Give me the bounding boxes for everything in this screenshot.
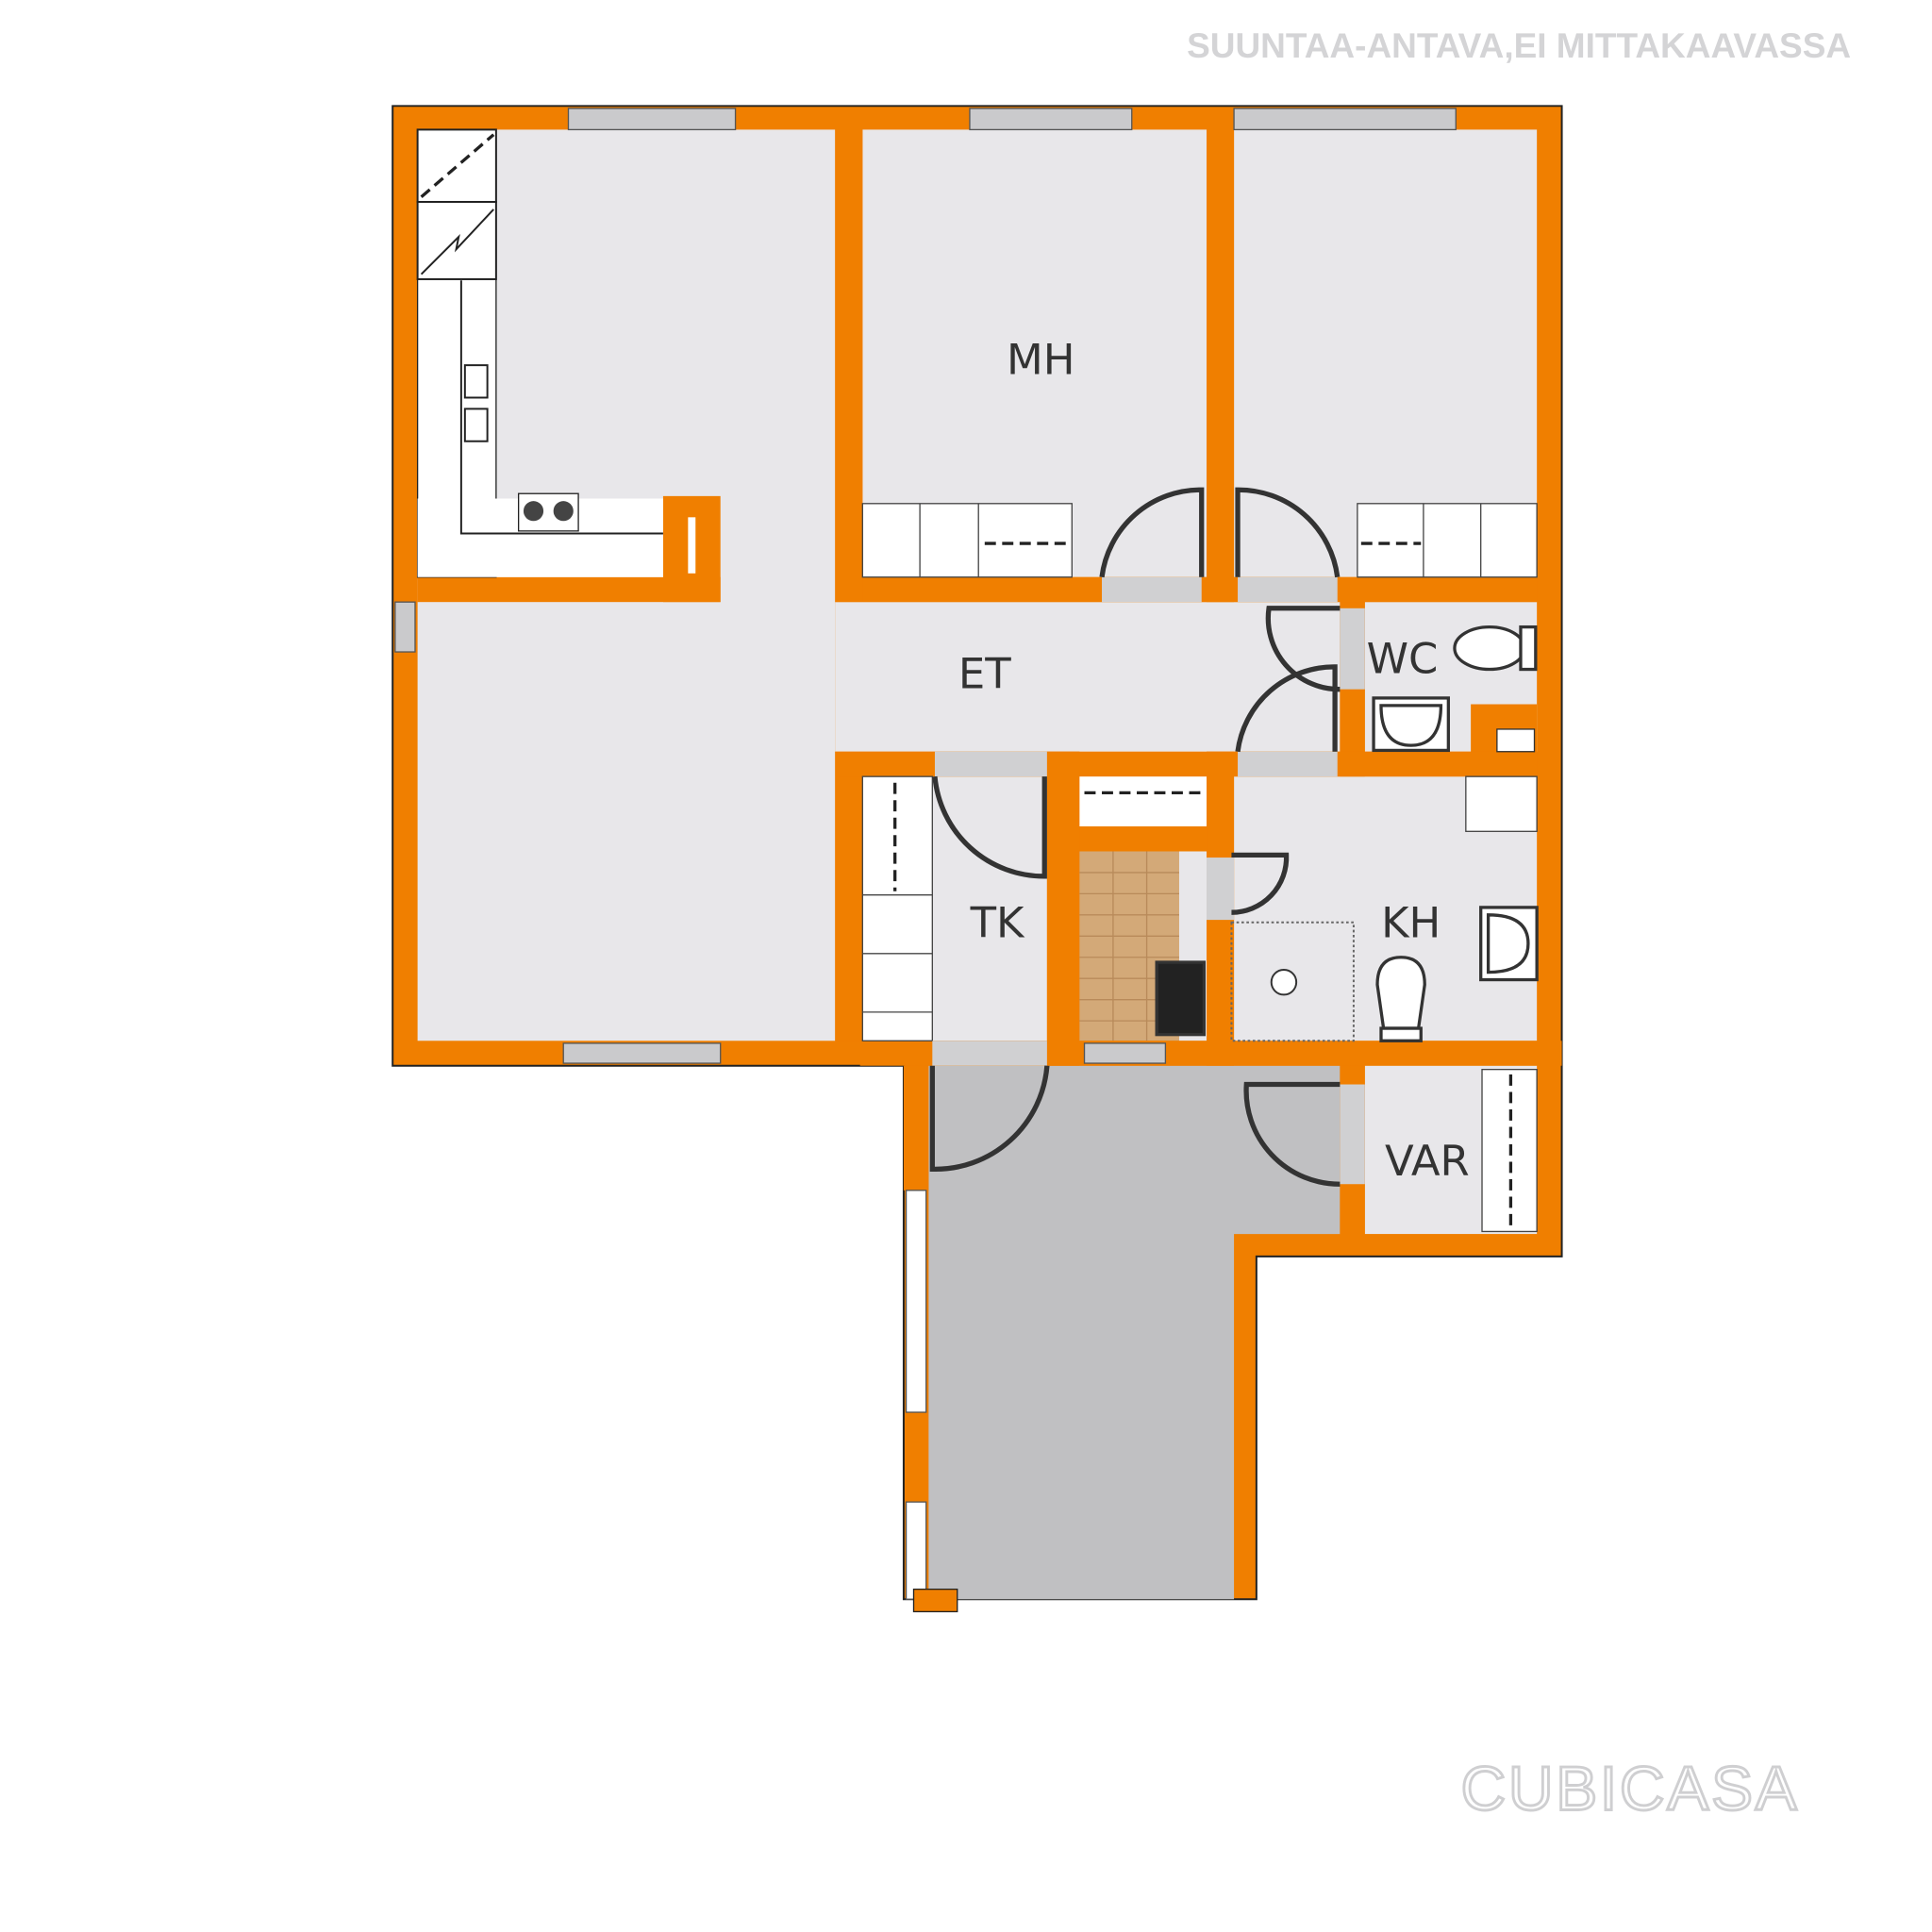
wc-toilet — [1453, 625, 1526, 672]
door-mh[interactable] — [1099, 487, 1205, 578]
room-label-var: VAR — [1385, 1136, 1470, 1186]
entrance-area — [928, 1065, 1341, 1600]
kitchen — [416, 128, 721, 603]
scale-disclaimer: SUUNTAA-ANTAVA,EI MITTAKAAVASSA — [1187, 26, 1851, 65]
kh-toilet — [1375, 956, 1426, 1030]
room-label-mh: MH — [1007, 334, 1075, 384]
room-label-tk: TK — [970, 898, 1025, 948]
room-label-kh: KH — [1381, 898, 1441, 948]
bathroom-fixtures — [1155, 625, 1539, 1042]
room-label-et: ET — [958, 648, 1011, 698]
windows — [394, 108, 1457, 1613]
rooms — [417, 129, 1538, 1600]
cubicasa-logo: CUBICASA — [1461, 1754, 1800, 1824]
wardrobes — [861, 503, 1538, 1233]
room-label-wc: WC — [1367, 633, 1439, 683]
door-bedroom-2[interactable] — [1235, 487, 1341, 578]
door-kh[interactable] — [1235, 664, 1338, 753]
stove — [517, 492, 579, 532]
door-sauna[interactable] — [1231, 852, 1290, 915]
door-entrance[interactable] — [929, 1065, 1050, 1173]
floor-drain — [1496, 728, 1536, 753]
shower — [1270, 968, 1298, 996]
door-wc[interactable] — [1265, 606, 1341, 692]
door-tk[interactable] — [932, 775, 1047, 879]
sink — [463, 364, 489, 399]
hallway-area — [835, 602, 1341, 752]
door-var[interactable] — [1243, 1081, 1341, 1187]
sauna-stove — [1155, 960, 1207, 1037]
freezer — [416, 201, 497, 280]
doors — [929, 487, 1365, 1187]
